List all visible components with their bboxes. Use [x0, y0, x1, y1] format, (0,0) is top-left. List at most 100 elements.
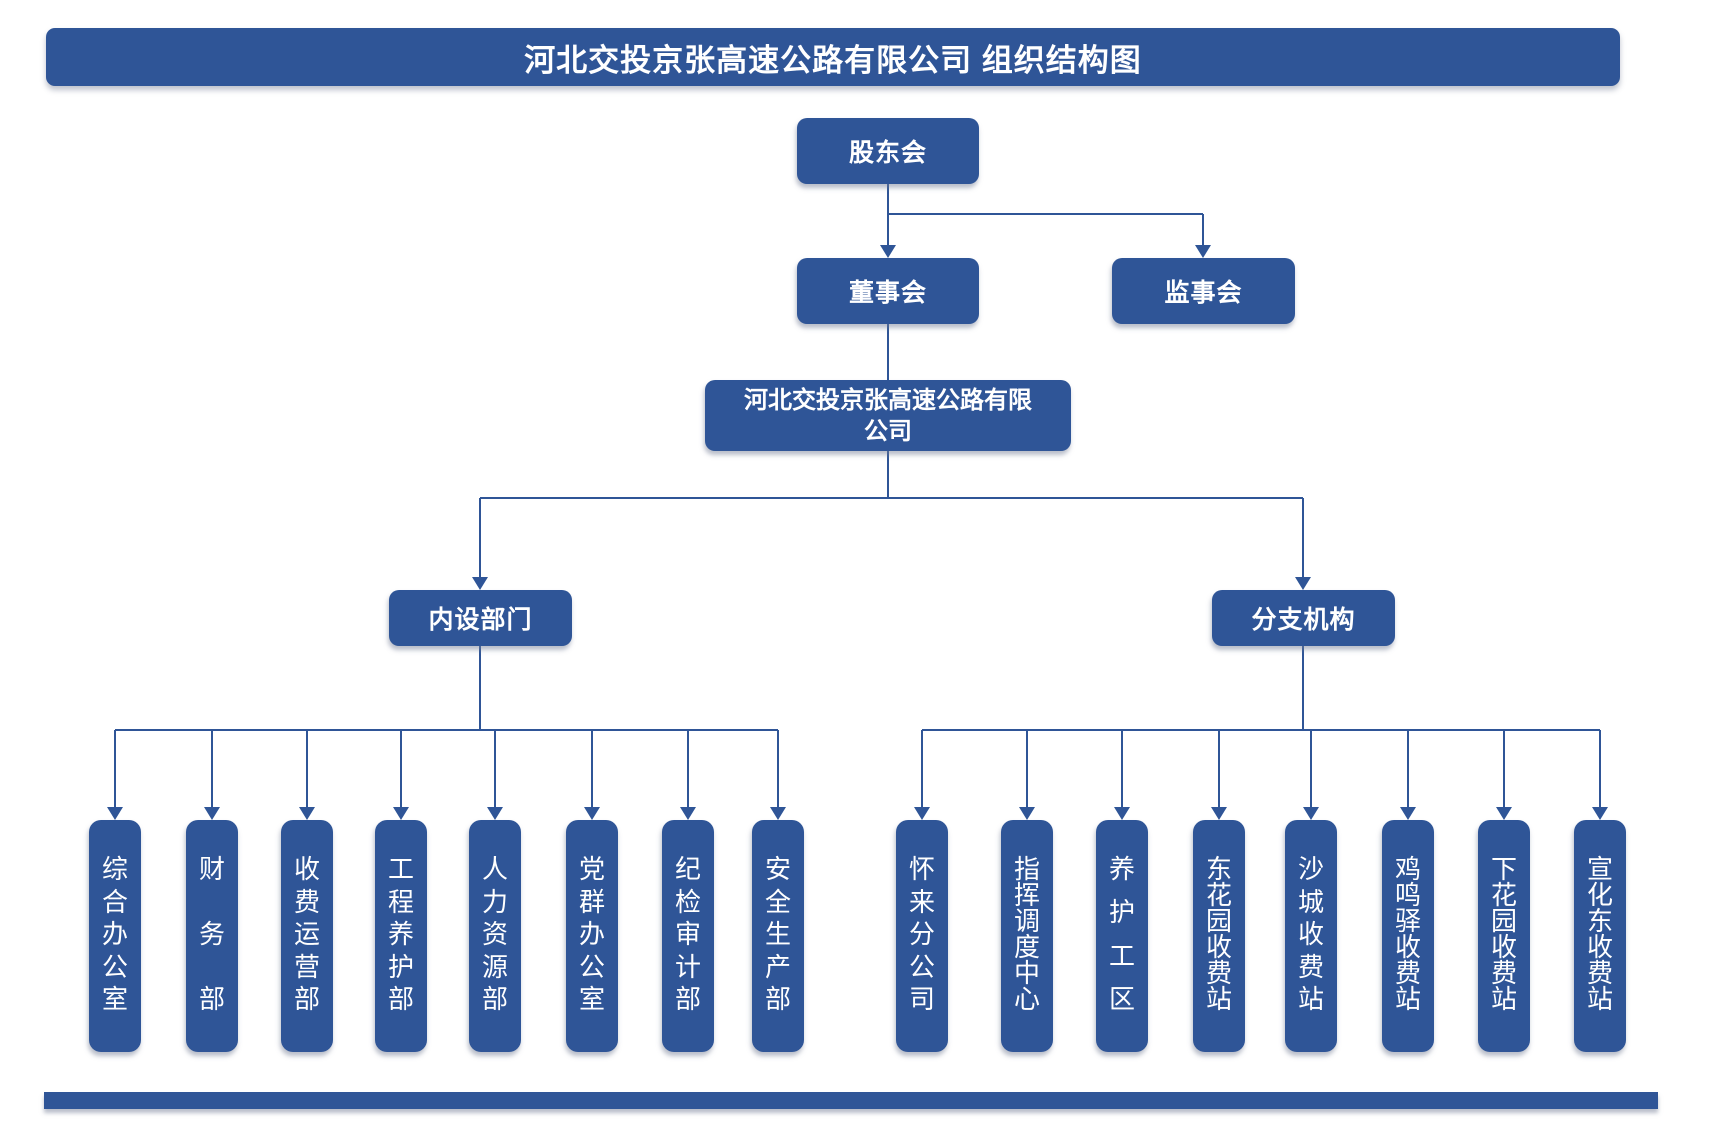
arrowhead-down [204, 807, 220, 820]
connector-line [306, 730, 308, 808]
branch-box-3: 东花园收费站 [1193, 820, 1245, 1052]
connector-line [777, 730, 779, 808]
arrowhead-down [914, 807, 930, 820]
vertical-char: 沙 [1297, 854, 1324, 884]
connector-line [1202, 214, 1204, 247]
vertical-char: 产 [764, 951, 791, 982]
vertical-char: 检 [674, 886, 701, 917]
vertical-char: 鸣 [1394, 880, 1421, 910]
vertical-char: 收 [293, 854, 320, 884]
vertical-char: 室 [101, 984, 128, 1014]
vertical-char: 度 [1013, 932, 1040, 962]
dept-box-0: 综合办公室 [89, 820, 141, 1052]
node-branch-organizations: 分支机构 [1212, 590, 1395, 646]
connector-line [114, 730, 116, 808]
vertical-char: 费 [1394, 958, 1421, 988]
vertical-char: 办 [578, 919, 605, 949]
connector-line [494, 730, 496, 808]
dept-box-3: 工程养护部 [375, 820, 427, 1052]
arrowhead-down [880, 245, 896, 258]
arrowhead-down [487, 807, 503, 820]
vertical-char: 城 [1297, 886, 1324, 917]
dept-box-2: 收费运营部 [281, 820, 333, 1052]
vertical-char: 公 [578, 951, 605, 982]
connector-line [591, 730, 593, 808]
vertical-char: 公 [908, 951, 935, 982]
vertical-char: 养 [1108, 854, 1135, 884]
vertical-char: 区 [1108, 983, 1135, 1014]
branch-box-7: 宣化东收费站 [1574, 820, 1626, 1052]
arrowhead-down [393, 807, 409, 820]
vertical-char: 部 [198, 984, 225, 1014]
arrowhead-down [1400, 807, 1416, 820]
connector-line [687, 730, 689, 808]
vertical-char: 花 [1205, 880, 1232, 910]
dept-box-4: 人力资源部 [469, 820, 521, 1052]
vertical-char: 花 [1490, 880, 1517, 910]
vertical-char: 人 [481, 854, 508, 884]
vertical-char: 部 [674, 984, 701, 1014]
connector-line [480, 497, 1303, 499]
vertical-char: 东 [1586, 906, 1613, 936]
vertical-char: 综 [101, 854, 128, 884]
connector-line [887, 184, 889, 247]
vertical-char: 部 [764, 984, 791, 1014]
vertical-char: 部 [481, 984, 508, 1014]
vertical-char: 鸡 [1394, 854, 1421, 884]
vertical-char: 全 [764, 886, 791, 917]
vertical-char: 下 [1490, 854, 1517, 884]
connector-line [1218, 730, 1220, 808]
vertical-char: 化 [1586, 880, 1613, 910]
vertical-char: 费 [1586, 958, 1613, 988]
vertical-char: 怀 [908, 854, 935, 884]
vertical-char: 心 [1013, 984, 1040, 1014]
dept-box-7: 安全生产部 [752, 820, 804, 1052]
connector-line [922, 729, 1600, 731]
vertical-char: 站 [1297, 984, 1324, 1014]
vertical-char: 费 [1490, 958, 1517, 988]
node-shareholders: 股东会 [797, 118, 979, 184]
connector-line [479, 498, 481, 579]
vertical-char: 费 [293, 886, 320, 917]
connector-line [1407, 730, 1409, 808]
vertical-char: 护 [1108, 897, 1135, 928]
vertical-char: 计 [674, 951, 701, 982]
node-supervisors: 监事会 [1112, 258, 1295, 324]
connector-line [400, 730, 402, 808]
vertical-char: 室 [578, 984, 605, 1014]
arrowhead-down [1019, 807, 1035, 820]
arrowhead-down [107, 807, 123, 820]
vertical-char: 驿 [1394, 906, 1421, 936]
branch-box-0: 怀来分公司 [896, 820, 948, 1052]
node-company-line1: 河北交投京张高速公路有限 [744, 386, 1032, 414]
chart-title: 河北交投京张高速公路有限公司 组织结构图 [524, 42, 1142, 78]
vertical-char: 司 [908, 984, 935, 1014]
node-board: 董事会 [797, 258, 979, 324]
connector-line [115, 729, 778, 731]
arrowhead-down [1114, 807, 1130, 820]
arrowhead-down [680, 807, 696, 820]
dept-box-6: 纪检审计部 [662, 820, 714, 1052]
vertical-char: 安 [764, 854, 791, 884]
vertical-char: 养 [387, 919, 414, 949]
vertical-char: 宣 [1586, 854, 1613, 884]
arrowhead-down [1295, 577, 1311, 590]
node-company-line2: 公司 [864, 417, 912, 445]
arrowhead-down [1195, 245, 1211, 258]
vertical-char: 工 [387, 854, 414, 884]
vertical-char: 生 [764, 919, 791, 949]
connector-line [888, 213, 1203, 215]
connector-line [921, 730, 923, 808]
vertical-char: 园 [1205, 906, 1232, 936]
vertical-char: 纪 [674, 854, 701, 884]
connector-line [1599, 730, 1601, 808]
vertical-char: 中 [1013, 958, 1040, 988]
connector-line [1302, 646, 1304, 730]
vertical-char: 站 [1394, 984, 1421, 1014]
arrowhead-down [1211, 807, 1227, 820]
vertical-char: 务 [198, 919, 225, 949]
arrowhead-down [584, 807, 600, 820]
vertical-char: 运 [293, 919, 320, 949]
connector-line [887, 324, 889, 380]
